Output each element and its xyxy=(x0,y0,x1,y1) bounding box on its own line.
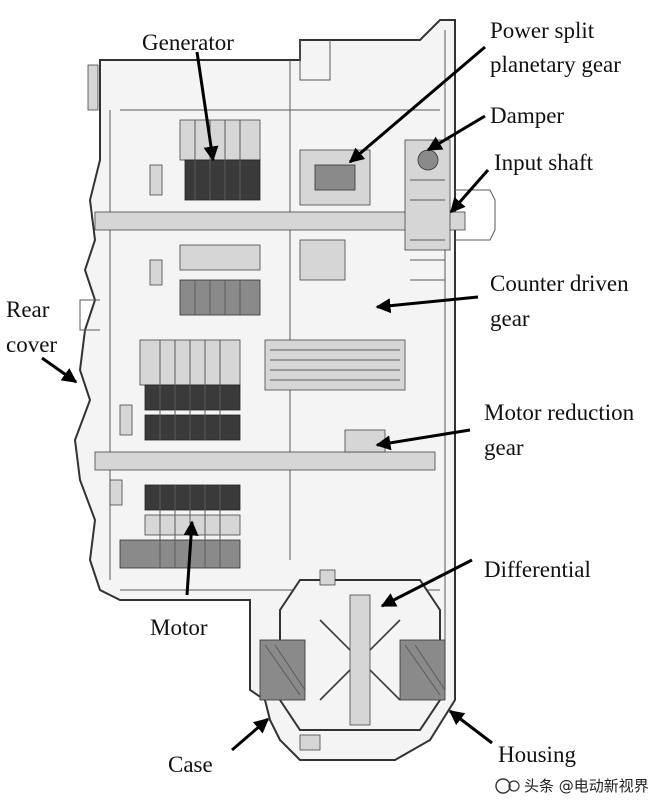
watermark: 头条 @电动新视界 xyxy=(488,768,658,802)
arrow-motor-reduction xyxy=(375,428,471,451)
planetary-and-damper xyxy=(299,139,451,453)
arrow-differential xyxy=(380,558,473,608)
label-motor: Motor xyxy=(150,615,208,640)
label-rear-cover-line2: cover xyxy=(6,332,57,357)
shafts xyxy=(94,211,466,471)
label-power-split-line2: planetary gear xyxy=(490,52,621,77)
label-damper: Damper xyxy=(490,103,564,128)
leader-arrows xyxy=(41,45,493,752)
generator-assembly xyxy=(179,119,261,316)
bolts-and-fasteners xyxy=(87,64,336,751)
label-housing: Housing xyxy=(498,742,576,767)
label-motor-reduction-line2: gear xyxy=(484,435,524,460)
label-case: Case xyxy=(168,752,213,777)
label-differential: Differential xyxy=(484,557,591,582)
arrow-case xyxy=(231,717,270,752)
arrow-damper xyxy=(426,114,486,152)
motor-assembly xyxy=(119,339,241,569)
callout-labels: Generator Power split planetary gear Dam… xyxy=(6,18,635,777)
arrow-generator xyxy=(195,51,219,162)
label-input-shaft: Input shaft xyxy=(494,150,594,175)
label-rear-cover-line1: Rear xyxy=(6,297,50,322)
arrow-rear-cover xyxy=(41,356,78,384)
label-counter-driven-line1: Counter driven xyxy=(490,271,629,296)
label-generator: Generator xyxy=(142,30,234,55)
arrow-input-shaft xyxy=(449,169,490,214)
watermark-logo-icon xyxy=(495,778,511,794)
watermark-text: 头条 @电动新视界 xyxy=(524,777,649,795)
differential-assembly xyxy=(259,579,446,731)
label-power-split-line1: Power split xyxy=(490,18,595,43)
arrow-housing xyxy=(448,709,493,745)
label-motor-reduction-line1: Motor reduction xyxy=(484,400,635,425)
arrow-motor xyxy=(183,520,199,596)
label-counter-driven-line2: gear xyxy=(490,306,530,331)
arrow-counter-driven xyxy=(375,295,479,314)
arrow-power-split xyxy=(348,45,486,164)
